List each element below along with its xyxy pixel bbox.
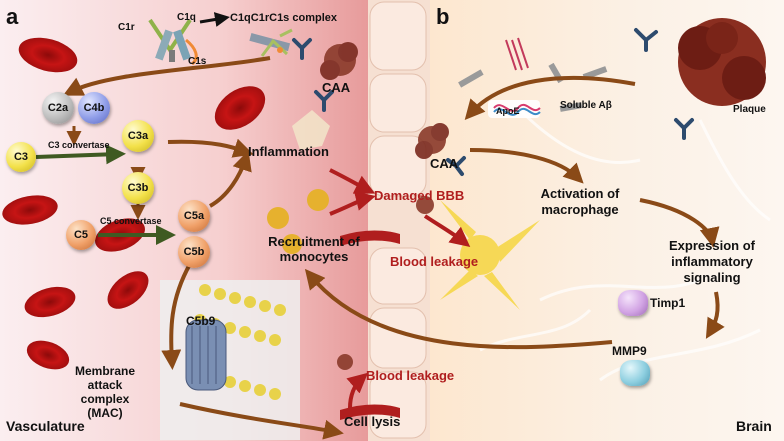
c1q-label: C1q — [177, 12, 196, 23]
antibody-icons — [292, 28, 694, 176]
c3-convertase-label: C3 convertase — [48, 140, 110, 150]
c3a-node: C3a — [122, 120, 154, 152]
c5a-node: C5a — [178, 200, 210, 232]
caa-label-vessel: CAA — [322, 80, 351, 95]
convertase-arrows — [35, 144, 176, 245]
c5b9-label: C5b9 — [186, 314, 216, 328]
c4b-node: C4b — [78, 92, 110, 124]
c2a-node: C2a — [42, 92, 74, 124]
plaque-icon — [678, 18, 766, 106]
expression-label: Expression of inflammatory signaling — [669, 238, 755, 285]
activation-label: Activation of macrophage — [540, 186, 620, 217]
macrophage-icon — [292, 110, 330, 150]
timp1-icon — [618, 290, 648, 316]
c1s-label: C1s — [188, 56, 207, 67]
mac-label: Membrane attack complex (MAC) — [74, 364, 136, 420]
mac-inset — [160, 280, 300, 440]
caa-label-brain: CAA — [430, 156, 459, 171]
mmp9-icon — [620, 360, 650, 386]
c1q-complex-icon — [148, 18, 198, 66]
soluble-ab-label: Soluble Aβ — [560, 100, 612, 111]
c5-convertase-label: C5 convertase — [100, 216, 162, 226]
cell-lysis-label: Cell lysis — [344, 414, 401, 429]
c3b-node: C3b — [122, 172, 154, 204]
mmp9-label: MMP9 — [612, 344, 647, 358]
brain-label: Brain — [736, 418, 772, 434]
c3-node: C3 — [6, 142, 36, 172]
c5-node: C5 — [66, 220, 96, 250]
c1-complex-icon — [249, 28, 293, 57]
apoe-icon — [488, 37, 541, 118]
plaque-label: Plaque — [733, 104, 766, 115]
lysis-leak-mark — [340, 404, 400, 420]
c1-complex-label: C1qC1rC1s complex — [230, 12, 337, 24]
timp1-label: Timp1 — [650, 296, 686, 310]
damage-arrows — [329, 168, 471, 409]
amyloid-aggregates — [320, 42, 449, 370]
c5b-node: C5b — [178, 236, 210, 268]
blood-leakage-label-low: Blood leakage — [366, 368, 455, 383]
vasculature-label: Vasculature — [6, 418, 85, 434]
monocytes — [267, 189, 329, 254]
inflammation-label: Inflammation — [248, 144, 329, 159]
c1r-label: C1r — [118, 22, 135, 33]
endothelial-wall — [368, 0, 430, 441]
recruitment-label: Recruitment of monocytes — [268, 234, 360, 264]
apoe-label: ApoE — [496, 106, 520, 116]
panel-label-b: b — [436, 4, 450, 29]
damaged-bbb-label: Damaged BBB — [374, 188, 465, 203]
bbb-leak-mark — [340, 230, 400, 246]
blood-leakage-label-mid: Blood leakage — [390, 254, 479, 269]
panel-label-a: a — [6, 4, 19, 29]
red-blood-cells — [2, 37, 266, 370]
pathway-arrows — [62, 56, 725, 440]
